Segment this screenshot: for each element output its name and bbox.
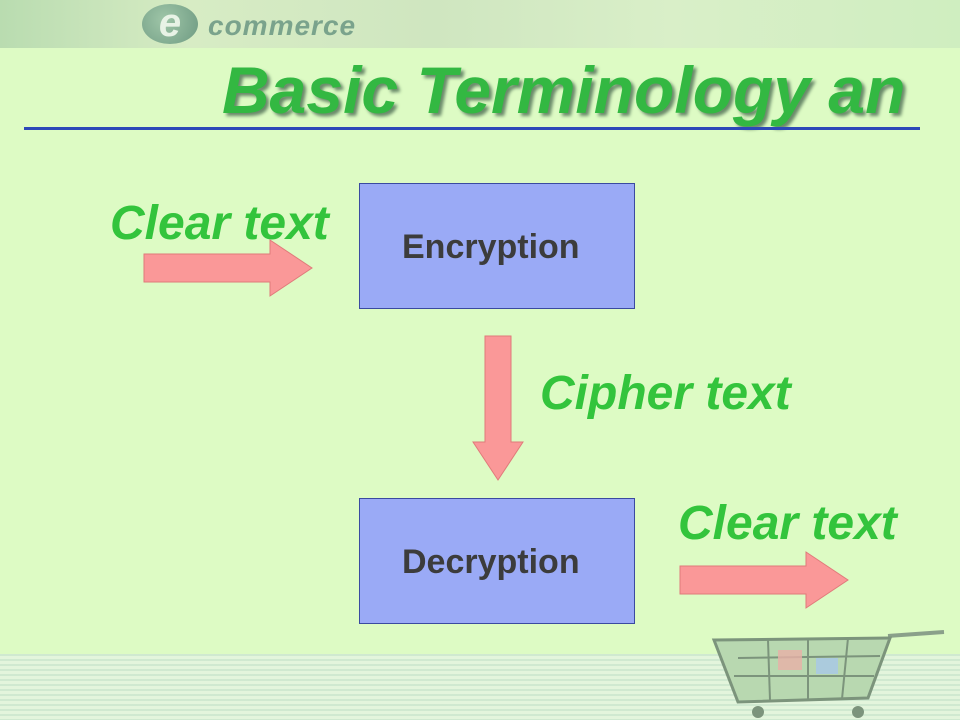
output-arrow [679, 551, 849, 609]
cipher-text-label: Cipher text [540, 367, 791, 420]
input-arrow [143, 239, 313, 297]
title-underline [24, 127, 920, 130]
encryption-label: Encryption [402, 228, 580, 266]
header-band: e commerce [0, 0, 960, 48]
ecommerce-logo-icon: e [142, 3, 198, 44]
clear-text-output-label: Clear text [678, 497, 897, 550]
shopping-cart-icon [711, 630, 945, 718]
clear-text-input-label: Clear text [110, 197, 329, 250]
encryption-box: Encryption [359, 183, 635, 309]
cipher-down-arrow [472, 335, 524, 481]
logo-text: commerce [208, 10, 357, 41]
slide-title: Basic Terminology an [222, 53, 906, 127]
decryption-box: Decryption [359, 498, 635, 624]
decryption-label: Decryption [402, 543, 580, 581]
